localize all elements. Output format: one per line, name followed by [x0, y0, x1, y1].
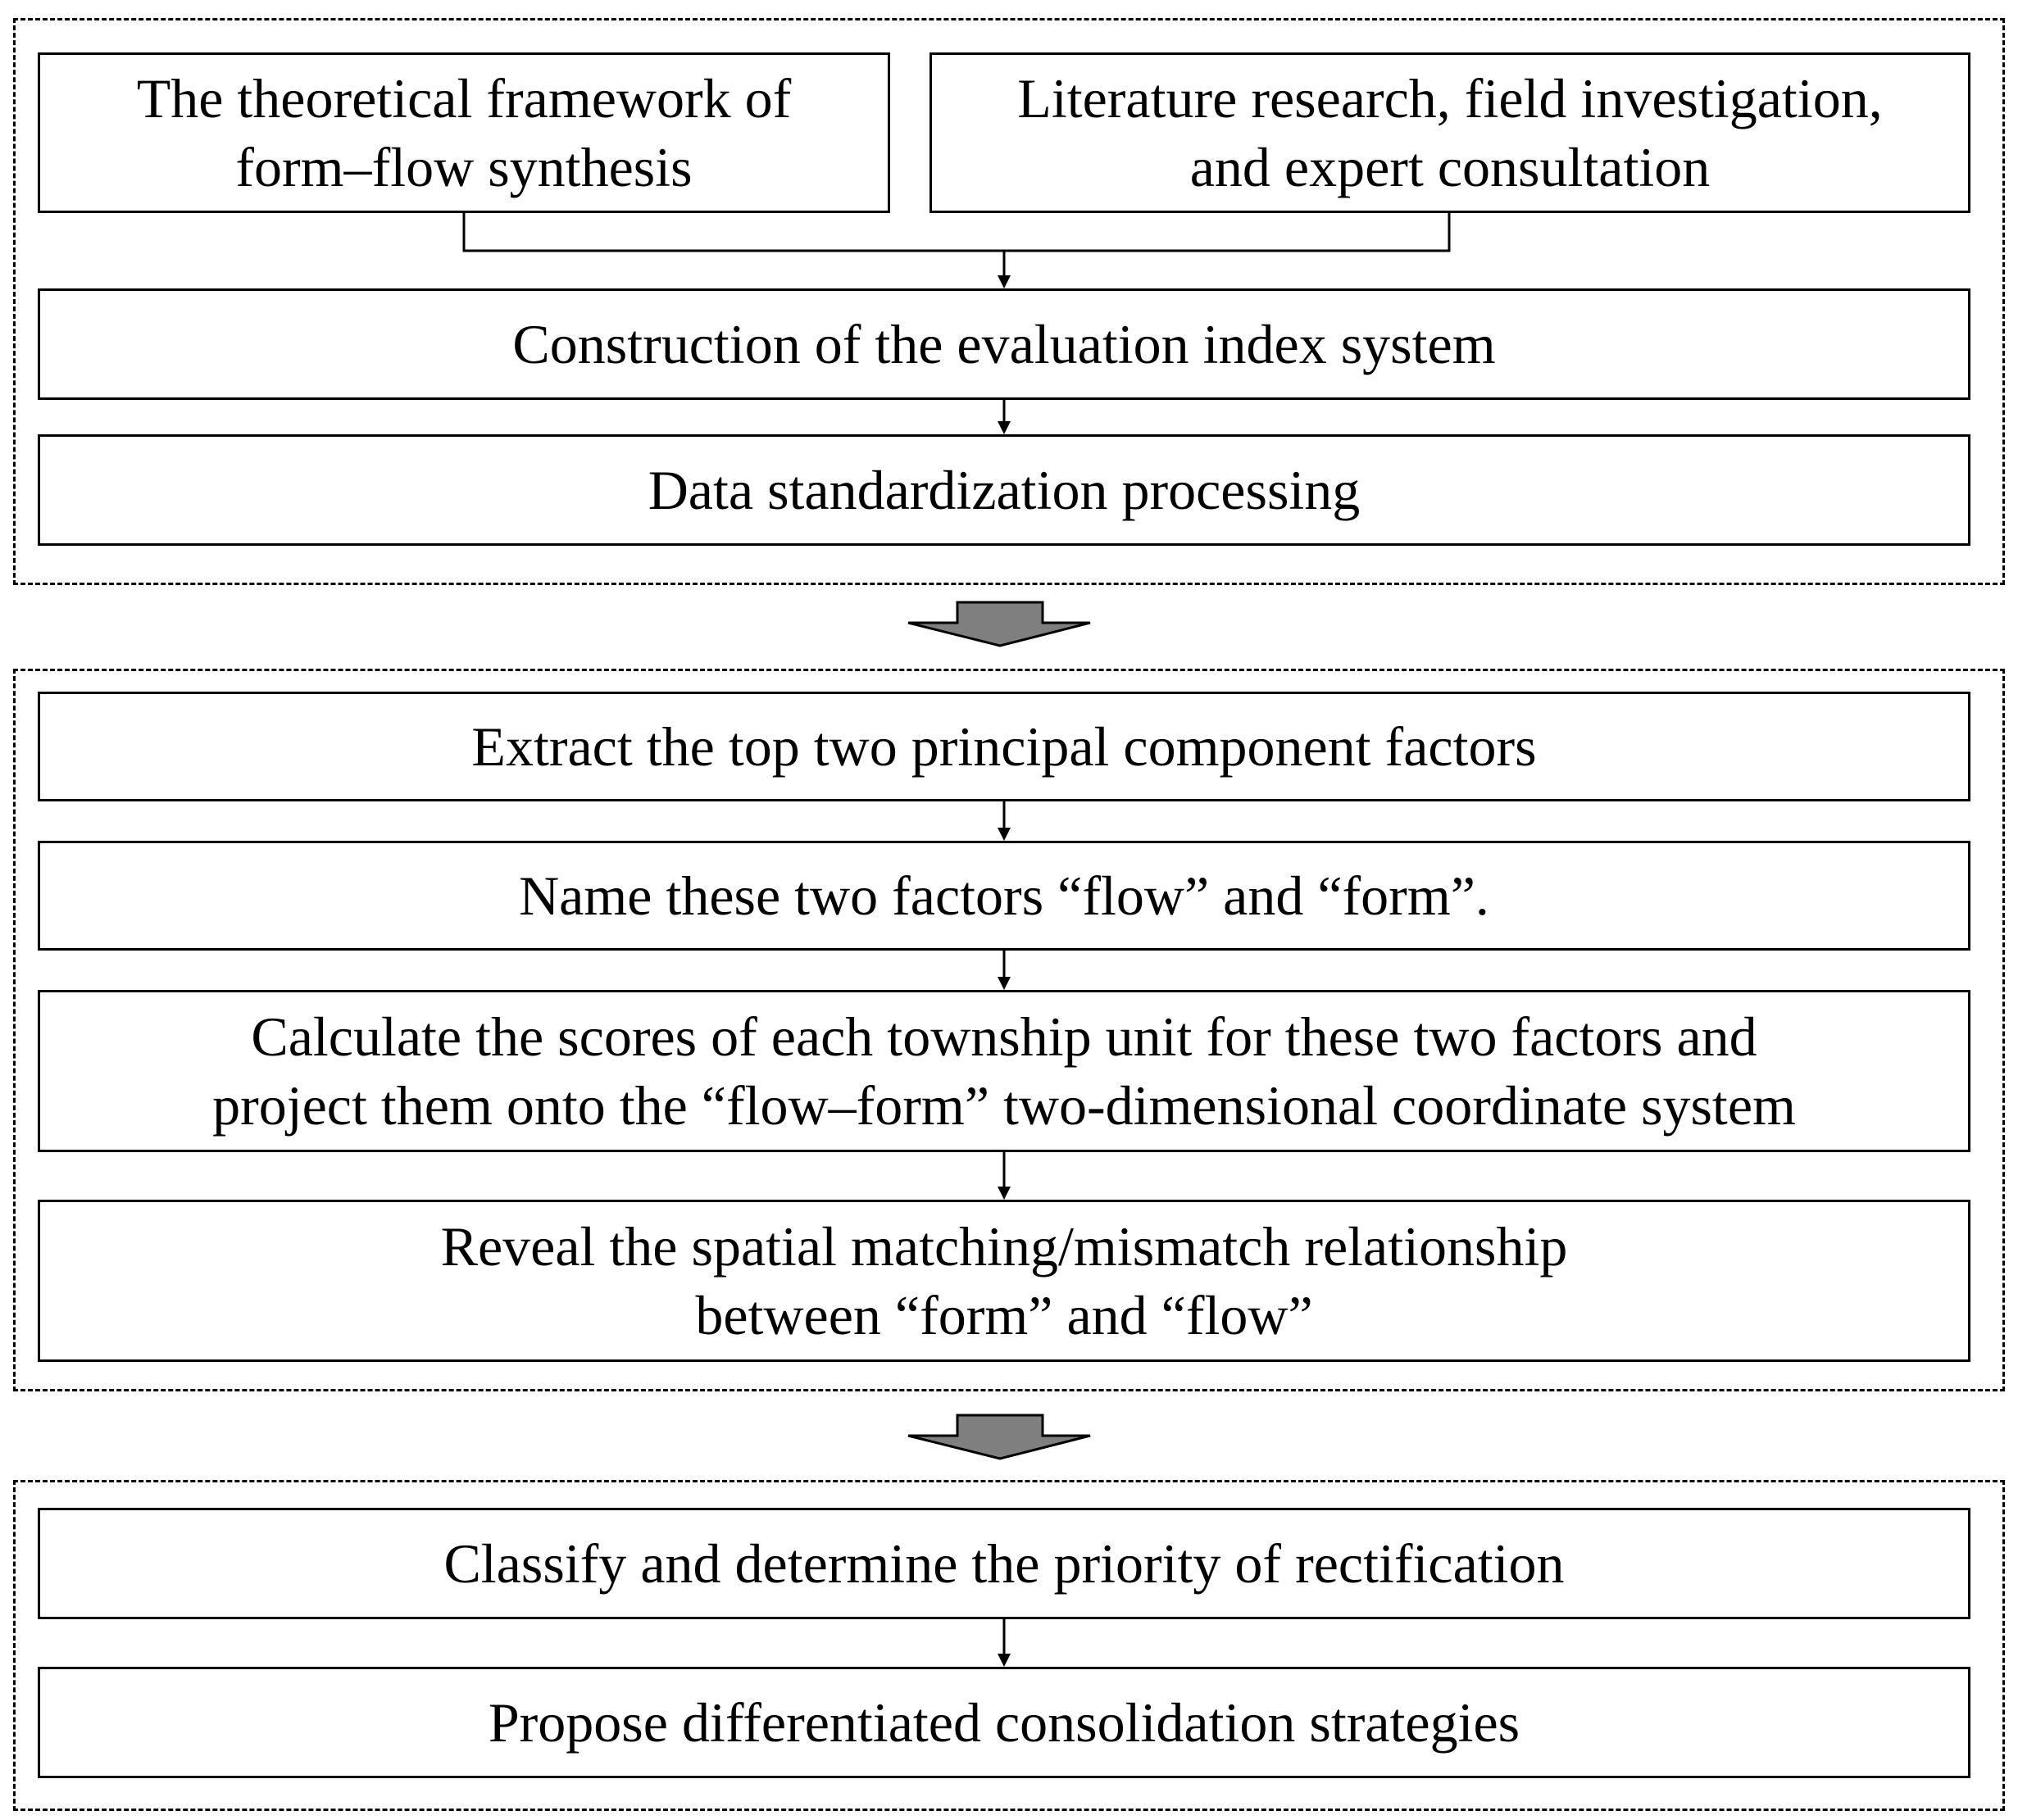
big-down-arrow-icon: [907, 601, 1091, 647]
box-line: and expert consultation: [1189, 136, 1711, 198]
box-index-system: Construction of the evaluation index sys…: [38, 288, 1970, 400]
box-reveal-relationship: Reveal the spatial matching/mismatch rel…: [38, 1200, 1970, 1362]
box-line: Calculate the scores of each township un…: [251, 1005, 1757, 1068]
box-line: Reveal the spatial matching/mismatch rel…: [440, 1215, 1568, 1278]
box-data-standardization: Data standardization processing: [38, 434, 1970, 546]
box-extract-factors: Extract the top two principal component …: [38, 692, 1970, 801]
box-line: Propose differentiated consolidation str…: [488, 1691, 1520, 1754]
box-line: Literature research, field investigation…: [1017, 67, 1883, 129]
box-line: between “form” and “flow”: [695, 1284, 1313, 1346]
big-down-arrow-icon: [907, 1414, 1091, 1460]
box-name-factors: Name these two factors “flow” and “form”…: [38, 841, 1970, 951]
box-line: Name these two factors “flow” and “form”…: [519, 865, 1489, 927]
group-strategy: [13, 1480, 2005, 1811]
box-classify-priority: Classify and determine the priority of r…: [38, 1508, 1970, 1619]
group-factor-analysis: [13, 669, 2005, 1391]
box-propose-strategies: Propose differentiated consolidation str…: [38, 1667, 1970, 1778]
box-line: The theoretical framework of: [136, 67, 792, 129]
box-literature-research: Literature research, field investigation…: [929, 52, 1970, 213]
box-line: project them onto the “flow–form” two-di…: [212, 1074, 1796, 1137]
box-line: form–flow synthesis: [235, 136, 693, 198]
box-line: Data standardization processing: [648, 459, 1361, 521]
box-line: Classify and determine the priority of r…: [443, 1532, 1565, 1595]
box-line: Extract the top two principal component …: [471, 715, 1537, 778]
box-line: Construction of the evaluation index sys…: [512, 313, 1496, 375]
box-calculate-scores: Calculate the scores of each township un…: [38, 990, 1970, 1152]
group-data-preparation: [13, 18, 2005, 585]
box-theoretical-framework: The theoretical framework of form–flow s…: [38, 52, 890, 213]
